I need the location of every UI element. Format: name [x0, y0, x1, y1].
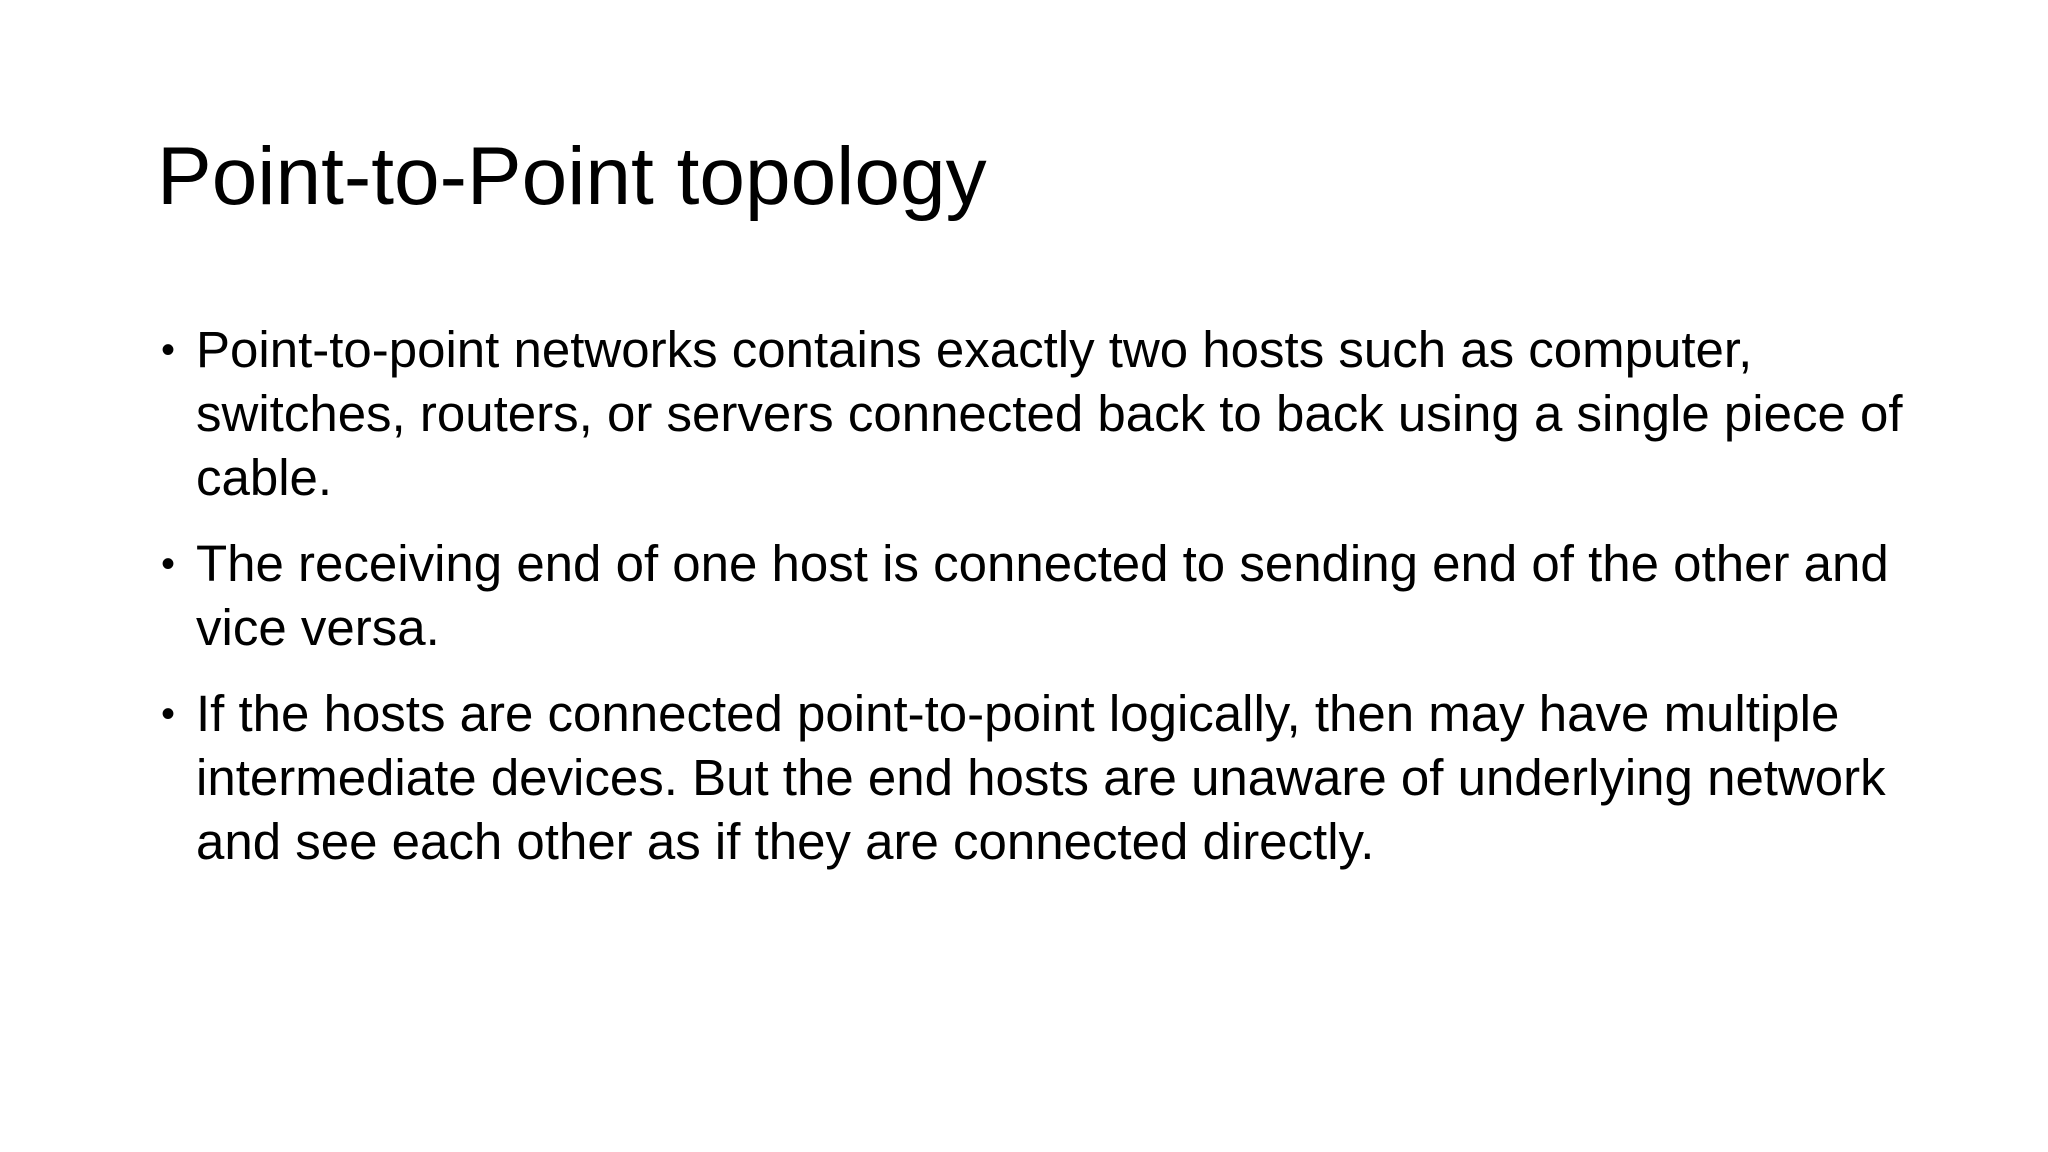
bullet-item-2: • The receiving end of one host is conne…: [157, 532, 1917, 660]
slide-title: Point-to-Point topology: [157, 131, 987, 222]
bullet-item-1: • Point-to-point networks contains exact…: [157, 318, 1917, 510]
bullet-text-1: Point-to-point networks contains exactly…: [196, 321, 1903, 506]
bullet-text-3: If the hosts are connected point-to-poin…: [196, 685, 1886, 870]
bullet-text-2: The receiving end of one host is connect…: [196, 535, 1889, 656]
bullet-list: • Point-to-point networks contains exact…: [157, 318, 1917, 896]
bullet-icon: •: [161, 328, 176, 372]
bullet-icon: •: [161, 542, 176, 586]
bullet-icon: •: [161, 692, 176, 736]
bullet-item-3: • If the hosts are connected point-to-po…: [157, 682, 1917, 874]
